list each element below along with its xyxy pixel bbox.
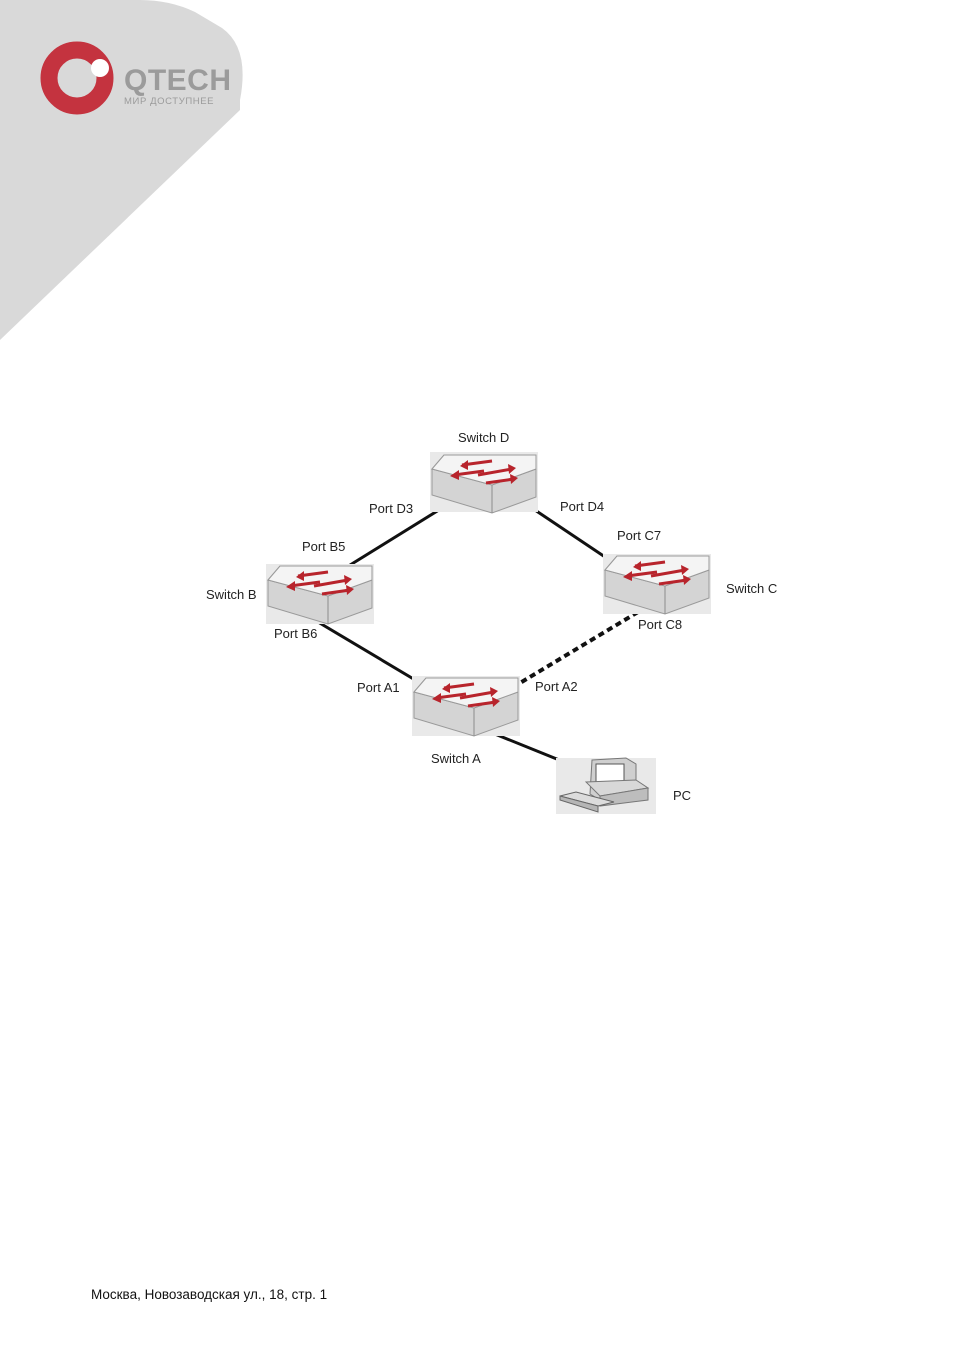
port-d4-label: Port D4 [560,499,604,514]
switch-a-label: Switch A [431,751,481,766]
pc-label: PC [673,788,691,803]
port-c7-label: Port C7 [617,528,661,543]
switch-a-icon [412,676,520,738]
switch-b-label: Switch B [206,587,257,602]
switch-c-icon [603,554,711,616]
switch-b-icon [266,564,374,626]
port-b6-label: Port B6 [274,626,317,641]
brand-logo: QTECH МИР ДОСТУПНЕЕ [40,40,240,120]
switch-d-icon [430,452,538,515]
link-c-a [503,610,640,694]
pc-icon [556,757,656,814]
footer-address: Москва, Новозаводская ул., 18, стр. 1 [91,1287,328,1302]
logo-tagline: МИР ДОСТУПНЕЕ [124,96,215,107]
port-a2-label: Port A2 [535,679,578,694]
port-c8-label: Port C8 [638,617,682,632]
switch-d-label: Switch D [458,430,509,445]
port-a1-label: Port A1 [357,680,400,695]
logo-ring-icon [40,41,114,115]
logo-wordmark: QTECH [124,64,232,97]
port-d3-label: Port D3 [369,501,413,516]
port-b5-label: Port B5 [302,539,345,554]
switch-c-label: Switch C [726,581,777,596]
header-corner-decoration [0,0,243,340]
